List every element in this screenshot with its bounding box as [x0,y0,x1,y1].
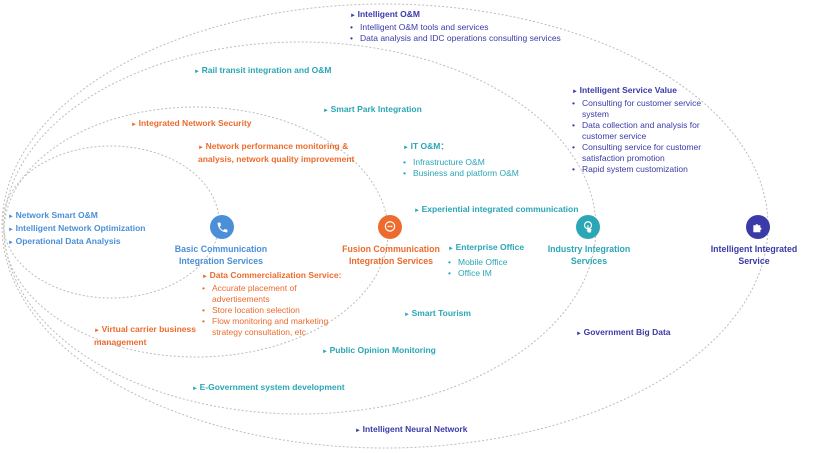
fusion-center-label: Fusion Communication Integration Service… [342,244,440,266]
neural-network-label: Intelligent Neural Network [355,424,468,437]
industry-center-label: Industry Integration Services [547,244,631,266]
data-comm-item-2: Store location selection [202,305,342,316]
intelligent-value-item-1: Consulting for customer service system [572,98,702,120]
intelligent-om-title: Intelligent O&M [350,9,561,22]
intelligent-om-item-2: Data analysis and IDC operations consult… [350,33,561,44]
rail-transit-label: Rail transit integration and O&M [194,65,332,78]
basic-item-1: Network Smart O&M [8,210,145,223]
enterprise-office-title: Enterprise Office [448,242,525,255]
chat-bubble-icon [378,215,402,239]
intelligent-value-item-4: Rapid system customization [572,164,702,175]
virtual-carrier-label: Virtual carrier business management [94,324,204,348]
data-commercialization-block: Data Commercialization Service: Accurate… [202,270,342,338]
it-om-item-1: Infrastructure O&M [403,157,519,168]
data-comm-item-3: Flow monitoring and marketing strategy c… [202,316,342,338]
enterprise-office-block: Enterprise Office Mobile Office Office I… [448,242,524,279]
it-om-block: IT O&M： Infrastructure O&M Business and … [403,141,519,179]
intelligent-value-block: Intelligent Service Value Consulting for… [572,85,702,175]
basic-item-3: Operational Data Analysis [8,236,145,249]
enterprise-item-1: Mobile Office [448,257,524,268]
enterprise-item-2: Office IM [448,268,524,279]
public-opinion-label: Public Opinion Monitoring [322,345,436,358]
intelligent-om-block: Intelligent O&M Intelligent O&M tools an… [350,9,561,44]
basic-items-block: Network Smart O&M Intelligent Network Op… [8,210,146,249]
gov-big-data-label: Government Big Data [576,327,671,340]
intelligent-value-item-3: Consulting service for customer satisfac… [572,142,702,164]
phone-icon [210,215,234,239]
intelligent-om-item-1: Intelligent O&M tools and services [350,22,561,33]
smart-tourism-label: Smart Tourism [404,308,471,321]
puzzle-icon [746,215,770,239]
data-comm-item-1: Accurate placement of advertisements [202,283,342,305]
intelligent-value-item-2: Data collection and analysis for custome… [572,120,702,142]
basic-center-label: Basic Communication Integration Services [174,244,268,266]
it-om-title: IT O&M： [403,141,519,154]
experiential-label: Experiential integrated communication [414,204,579,217]
intelligent-center-label: Intelligent Integrated Service [710,244,798,266]
data-commercialization-title: Data Commercialization Service: [202,270,342,283]
network-security-label: Integrated Network Security [131,118,252,131]
it-om-item-2: Business and platform O&M [403,168,519,179]
smart-park-label: Smart Park Integration [323,104,422,117]
intelligent-value-title: Intelligent Service Value [572,85,702,98]
egov-label: E-Government system development [192,382,345,395]
basic-item-2: Intelligent Network Optimization [8,223,146,236]
network-perf-label: Network performance monitoring & analysi… [198,141,363,165]
touch-icon [576,215,600,239]
